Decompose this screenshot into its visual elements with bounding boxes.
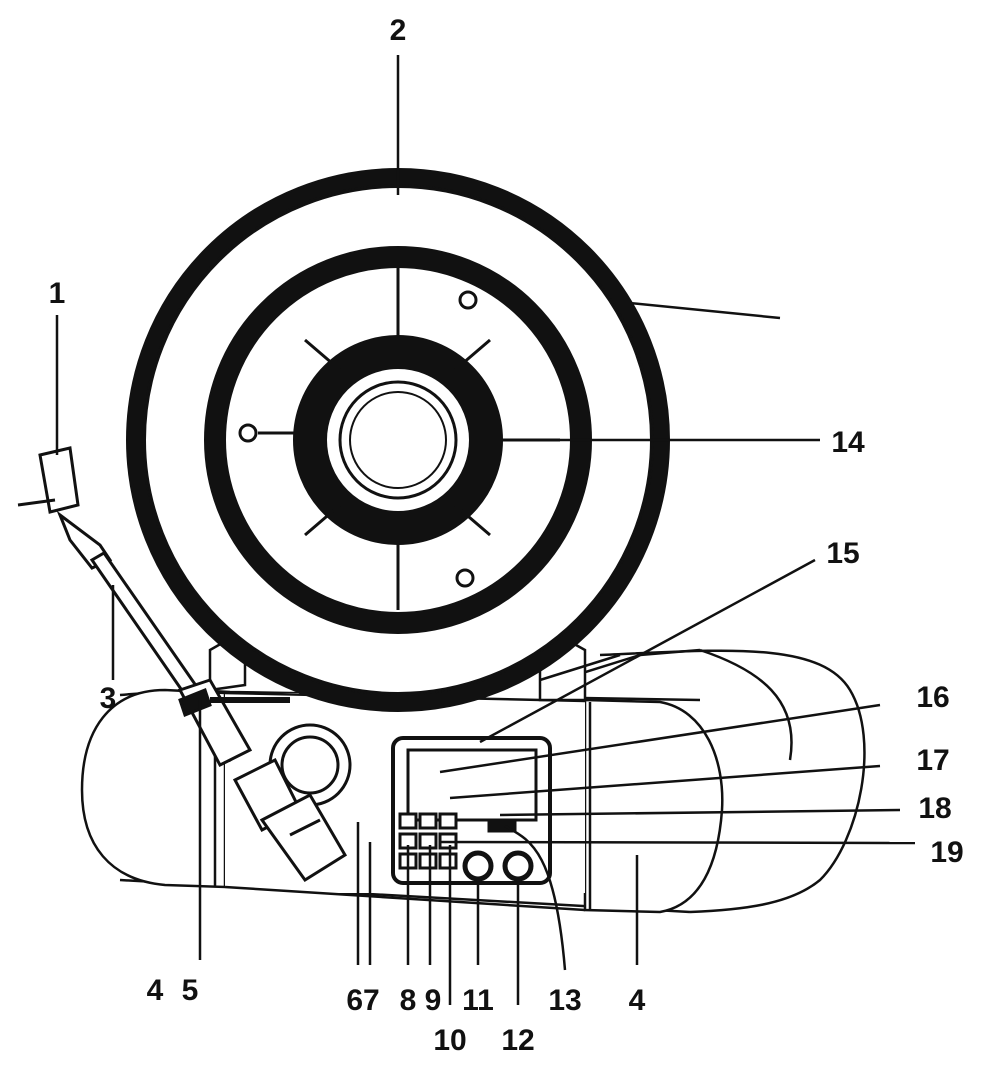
callout-2: 2 [390, 14, 407, 47]
callout-67: 67 [346, 984, 379, 1017]
leader-17 [449, 764, 881, 800]
callout-4-left: 4 [147, 974, 164, 1007]
button-6[interactable] [398, 812, 418, 830]
platter [126, 168, 670, 712]
knob-12[interactable] [502, 850, 534, 882]
button-10[interactable] [418, 832, 438, 850]
callout-11: 11 [462, 984, 494, 1017]
callout-5: 5 [182, 974, 199, 1007]
callout-8: 8 [400, 984, 417, 1017]
platter-holes [238, 290, 478, 588]
leader-15 [479, 558, 816, 744]
callout-labels: 2 1 3 14 15 16 17 18 19 4 5 67 8 9 10 11… [49, 14, 964, 1057]
callout-19: 19 [930, 836, 963, 869]
callout-10: 10 [433, 1024, 466, 1057]
callout-18: 18 [918, 792, 951, 825]
callout-17: 17 [916, 744, 949, 777]
button-9b[interactable] [418, 852, 438, 870]
tonearm [17, 446, 352, 883]
button-8[interactable] [418, 812, 438, 830]
leader-13 [504, 824, 567, 971]
callout-3: 3 [100, 682, 117, 715]
knob-11[interactable] [462, 850, 494, 882]
button-9[interactable] [438, 812, 458, 830]
callout-16: 16 [916, 681, 949, 714]
callout-13: 13 [548, 984, 581, 1017]
callout-1: 1 [49, 277, 66, 310]
right-speaker [583, 698, 724, 914]
callout-9: 9 [425, 984, 442, 1017]
leader-lines [55, 55, 916, 1005]
headshell [38, 446, 80, 514]
button-10c[interactable] [438, 852, 458, 870]
right-speaker-rear [599, 649, 866, 914]
leader-18 [499, 808, 901, 817]
leader-19 [439, 840, 916, 845]
callout-12: 12 [501, 1024, 534, 1057]
callout-14: 14 [831, 426, 865, 459]
leader-16 [439, 703, 881, 774]
callout-15: 15 [826, 537, 859, 570]
callout-4-right: 4 [629, 984, 646, 1017]
button-grid [398, 812, 458, 870]
